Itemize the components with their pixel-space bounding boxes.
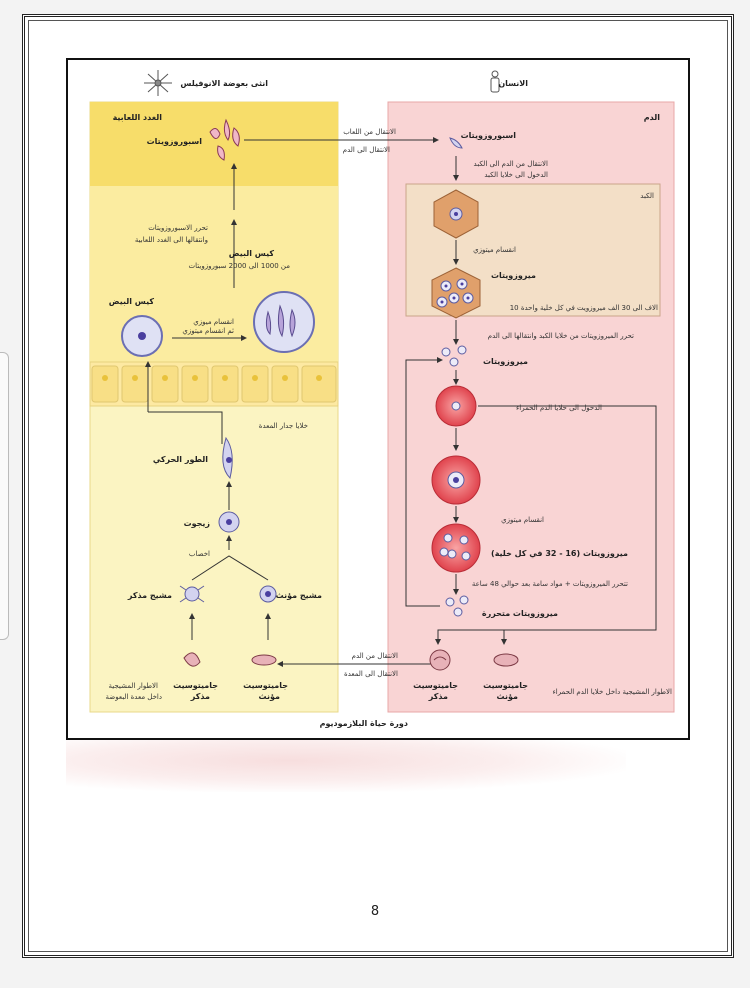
mosquito-sporozoites-icon: [209, 118, 240, 161]
gut-wall-label: خلايا جدار المعدة: [259, 422, 308, 430]
male-gamete-icon: [179, 585, 205, 603]
meiosis-label-1: انقسام ميوزي: [193, 318, 234, 326]
liver-count-label: 10 الاف الى 30 الف ميروزويت في كل خلية و…: [510, 304, 658, 312]
release-sporozoites-label-2: وانتقالها الى الغدد اللعابية: [135, 236, 208, 244]
female-gamete-icon: [259, 585, 277, 603]
mosquito-male-gametocyte-label-1: جاميتوسيت: [173, 681, 218, 690]
liver-schizont-icon: [431, 267, 481, 319]
freed-merozoites-label: ميروزويتات متحررة: [482, 609, 558, 618]
release-sporozoites-label-1: تحرر الاسبوروزويتات: [148, 224, 208, 232]
human-male-gametocyte-icon: [429, 649, 451, 671]
oocyst-small-icon: [121, 315, 163, 357]
oocyst-label-2: من 1000 الى 2000 سبوروزويتات: [189, 262, 291, 270]
salivary-glands-label: الغدد اللعابية: [113, 113, 163, 122]
figure-caption: دورة حياة البلازموديوم: [320, 719, 408, 728]
ookinete-icon: [222, 436, 233, 479]
saliva-transfer-label-2: الانتقال الى الدم: [343, 146, 390, 154]
gut-wall-cells: [89, 361, 339, 407]
human-male-gametocyte-label-1: جاميتوسيت: [413, 681, 458, 690]
mosquito-sexual-stages-label-1: الاطوار المشيجية: [108, 682, 158, 690]
stomach-transfer-label-2: الانتقال الى المعدة: [344, 670, 398, 678]
mosquito-female-gametocyte-label-1: جاميتوسيت: [243, 681, 288, 690]
mosquito-female-gametocyte-icon: [251, 654, 277, 666]
liver-merozoites-label: ميروزويتات: [491, 271, 536, 280]
human-sporozoite-icon: [449, 137, 463, 149]
human-icon: [490, 70, 500, 93]
human-female-gametocyte-label-2: مؤنث: [497, 692, 518, 701]
human-sporozoites-label: اسبوروزويتات: [461, 131, 517, 140]
mosquito-male-gametocyte-label-2: مذكر: [190, 692, 210, 701]
rbc-schizont-icon: [431, 523, 481, 573]
background-watermark: [66, 740, 626, 792]
liver-label: الكبد: [640, 192, 654, 200]
human-female-gametocyte-label-1: جاميتوسيت: [483, 681, 528, 690]
stomach-transfer-label-1: الانتقال من الدم: [352, 652, 398, 660]
oocyst-label-1: كيس البيض: [229, 249, 275, 259]
meiosis-label-2: ثم انقسام ميتوزي: [182, 327, 234, 335]
mosquito-male-gametocyte-icon: [183, 652, 201, 667]
side-scroll-handle[interactable]: [0, 352, 9, 640]
rbc-mitosis-label: انقسام ميتوزي: [501, 516, 544, 524]
liver-move-label-2: الدخول الى خلايا الكبد: [484, 171, 548, 179]
blood-label: الدم: [644, 113, 660, 122]
rbc-entry-icon: [435, 385, 477, 427]
mosquito-host-label: انثى بعوضة الانوفيلس: [180, 79, 268, 89]
human-male-gametocyte-label-2: مذكر: [428, 692, 448, 701]
oocyst-large-icon: [253, 291, 315, 353]
blood-merozoites-icon: [441, 345, 467, 367]
life-cycle-diagram: انثى بعوضة الانوفيلس الانسان الغدد اللعا…: [89, 70, 675, 728]
zygote-label: زيجوت: [184, 519, 211, 528]
salivary-gland-band: [90, 102, 338, 186]
oocyst-small-label: كيس البيض: [109, 297, 155, 307]
zygote-icon: [218, 511, 240, 533]
rbc-count-label: ميروزويتات (16 - 32 في كل خلية): [491, 549, 628, 558]
release-toxins-label: تتحرر الميروزويتات + مواد سامة بعد حوالي…: [472, 580, 628, 588]
mosquito-sporozoites-label: اسبوروزويتات: [147, 137, 203, 146]
mosquito-icon: [144, 70, 172, 96]
rbc-trophozoite-icon: [431, 455, 481, 505]
human-host-label: الانسان: [498, 79, 528, 88]
liver-cell-icon: [433, 189, 479, 239]
liver-move-label-1: الانتقال من الدم الى الكبد: [474, 160, 549, 168]
page-inner-border: [28, 20, 728, 952]
ookinete-label: الطور الحركي: [153, 455, 208, 464]
mosquito-sexual-stages-label-2: داخل معدة البعوضة: [106, 693, 163, 701]
fertilization-label: اخصاب: [189, 550, 210, 558]
male-gamete-label: مشيج مذكر: [127, 591, 172, 600]
page-number: 8: [370, 904, 380, 919]
saliva-transfer-label-1: الانتقال من اللعاب: [343, 128, 396, 136]
freed-merozoites-icon: [445, 595, 469, 617]
mosquito-female-gametocyte-label-2: مؤنث: [259, 692, 280, 701]
release-to-blood-label: تحرر الميروزويتات من خلايا الكبد وانتقال…: [488, 332, 634, 340]
blood-merozoites-label: ميروزويتات: [483, 357, 528, 366]
female-gamete-label: مشيج مؤنث: [276, 591, 322, 600]
plasmodium-life-cycle-figure: انثى بعوضة الانوفيلس الانسان الغدد اللعا…: [66, 58, 690, 740]
human-sexual-stages-label: الاطوار المشيجية داخل خلايا الدم الحمراء: [552, 688, 672, 696]
human-female-gametocyte-icon: [493, 653, 519, 667]
liver-mitosis-label: انقسام ميتوزي: [473, 246, 516, 254]
enter-rbc-label: الدخول الى خلايا الدم الحمراء: [516, 404, 602, 412]
